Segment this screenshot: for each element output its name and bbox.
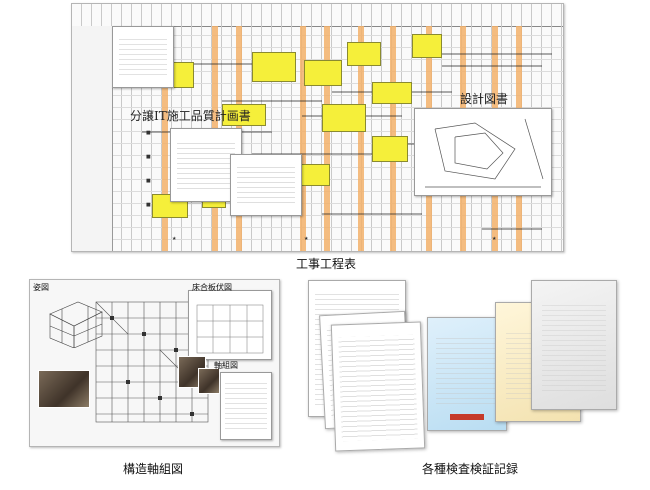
- floor-plywood-plan: [188, 290, 272, 360]
- floor-plywood-label: 床合板伏図: [192, 283, 232, 292]
- structure-frame-plan: [95, 301, 209, 423]
- schedule-sheet: 分譲IT施工品質計画書 設計図書 ■ ■ ■ ■ ★ ★ ★: [71, 3, 564, 252]
- frame-elevation-label: 軸組図: [214, 361, 238, 370]
- quality-plan-doc-2: [230, 154, 302, 216]
- structure-caption: 構造軸組図: [122, 462, 183, 476]
- construction-photo: [198, 368, 220, 394]
- schedule-milestone-star: ★: [172, 236, 177, 242]
- schedule-band: [162, 26, 168, 251]
- perspective-label: 姿図: [33, 283, 49, 292]
- inspection-form: [330, 321, 426, 452]
- schedule-note: [304, 60, 342, 86]
- schedule-note: [412, 34, 442, 58]
- construction-performance-certificate: [531, 280, 617, 410]
- schedule-note: [222, 104, 266, 126]
- schedule-note: [172, 62, 194, 88]
- schedule-row-marker: ■: [146, 130, 151, 136]
- design-drawing-title: 設計図書: [460, 92, 509, 106]
- schedule-band: [358, 26, 364, 251]
- schedule-band: [300, 26, 306, 251]
- structure-sheet: 姿図 床合板伏図: [29, 279, 280, 447]
- schedule-milestone-star: ★: [304, 236, 309, 242]
- schedule-note: [252, 52, 296, 82]
- schedule-band: [324, 26, 330, 251]
- schedule-note: [372, 136, 408, 162]
- schedule-note: [152, 194, 188, 218]
- construction-photo: [38, 370, 90, 408]
- schedule-milestone-star: ★: [492, 236, 497, 242]
- schedule-row-marker: ■: [146, 178, 151, 184]
- schedule-row-marker: ■: [146, 154, 151, 160]
- inspection-records: [305, 275, 625, 455]
- structure-perspective-drawing: [49, 301, 103, 348]
- quality-plan-title: 分譲IT施工品質計画書: [130, 109, 251, 123]
- design-drawing-doc: [414, 108, 552, 196]
- inspection-caption: 各種検査検証記録: [421, 462, 518, 476]
- schedule-row-label-column: [72, 26, 113, 251]
- schedule-caption: 工事工程表: [295, 257, 356, 271]
- frame-elevation-drawing: [220, 372, 272, 440]
- inspection-certificate-blue: [427, 317, 507, 431]
- schedule-note: [322, 104, 366, 132]
- design-drawing-lines: [425, 118, 544, 188]
- schedule-memo-doc: [112, 26, 174, 88]
- schedule-note: [372, 82, 412, 104]
- schedule-row-marker: ■: [146, 202, 151, 208]
- schedule-note: [347, 42, 381, 66]
